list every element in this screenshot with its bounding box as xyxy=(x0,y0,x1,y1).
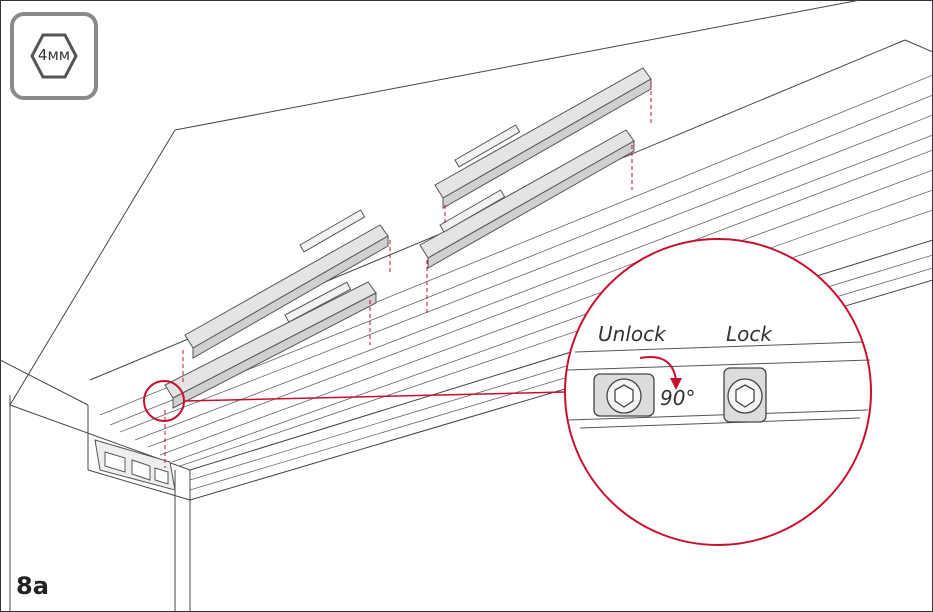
detail-circle xyxy=(564,238,872,546)
lock-label: Lock xyxy=(726,322,773,346)
lock-cam xyxy=(723,367,767,423)
detail-callout: Unlock Lock 90° xyxy=(143,238,872,546)
hex-key-icon xyxy=(30,33,78,79)
callout-leader-line xyxy=(183,391,566,402)
rotation-arrow xyxy=(639,356,677,381)
tool-size-label: 4мм xyxy=(37,46,71,64)
step-label: 8a xyxy=(16,572,49,600)
roller-part-4 xyxy=(419,129,635,269)
roller-part-1 xyxy=(184,209,389,359)
rotation-arrow-head xyxy=(670,378,682,390)
angle-label: 90° xyxy=(660,386,695,410)
alignment-guides xyxy=(164,84,652,468)
profile-cross-section xyxy=(94,439,176,491)
roller-part-3 xyxy=(434,67,652,209)
tool-badge: 4мм xyxy=(10,12,98,100)
roller-part-2 xyxy=(164,281,377,409)
unlock-cam xyxy=(593,373,655,417)
unlock-label: Unlock xyxy=(598,322,667,346)
